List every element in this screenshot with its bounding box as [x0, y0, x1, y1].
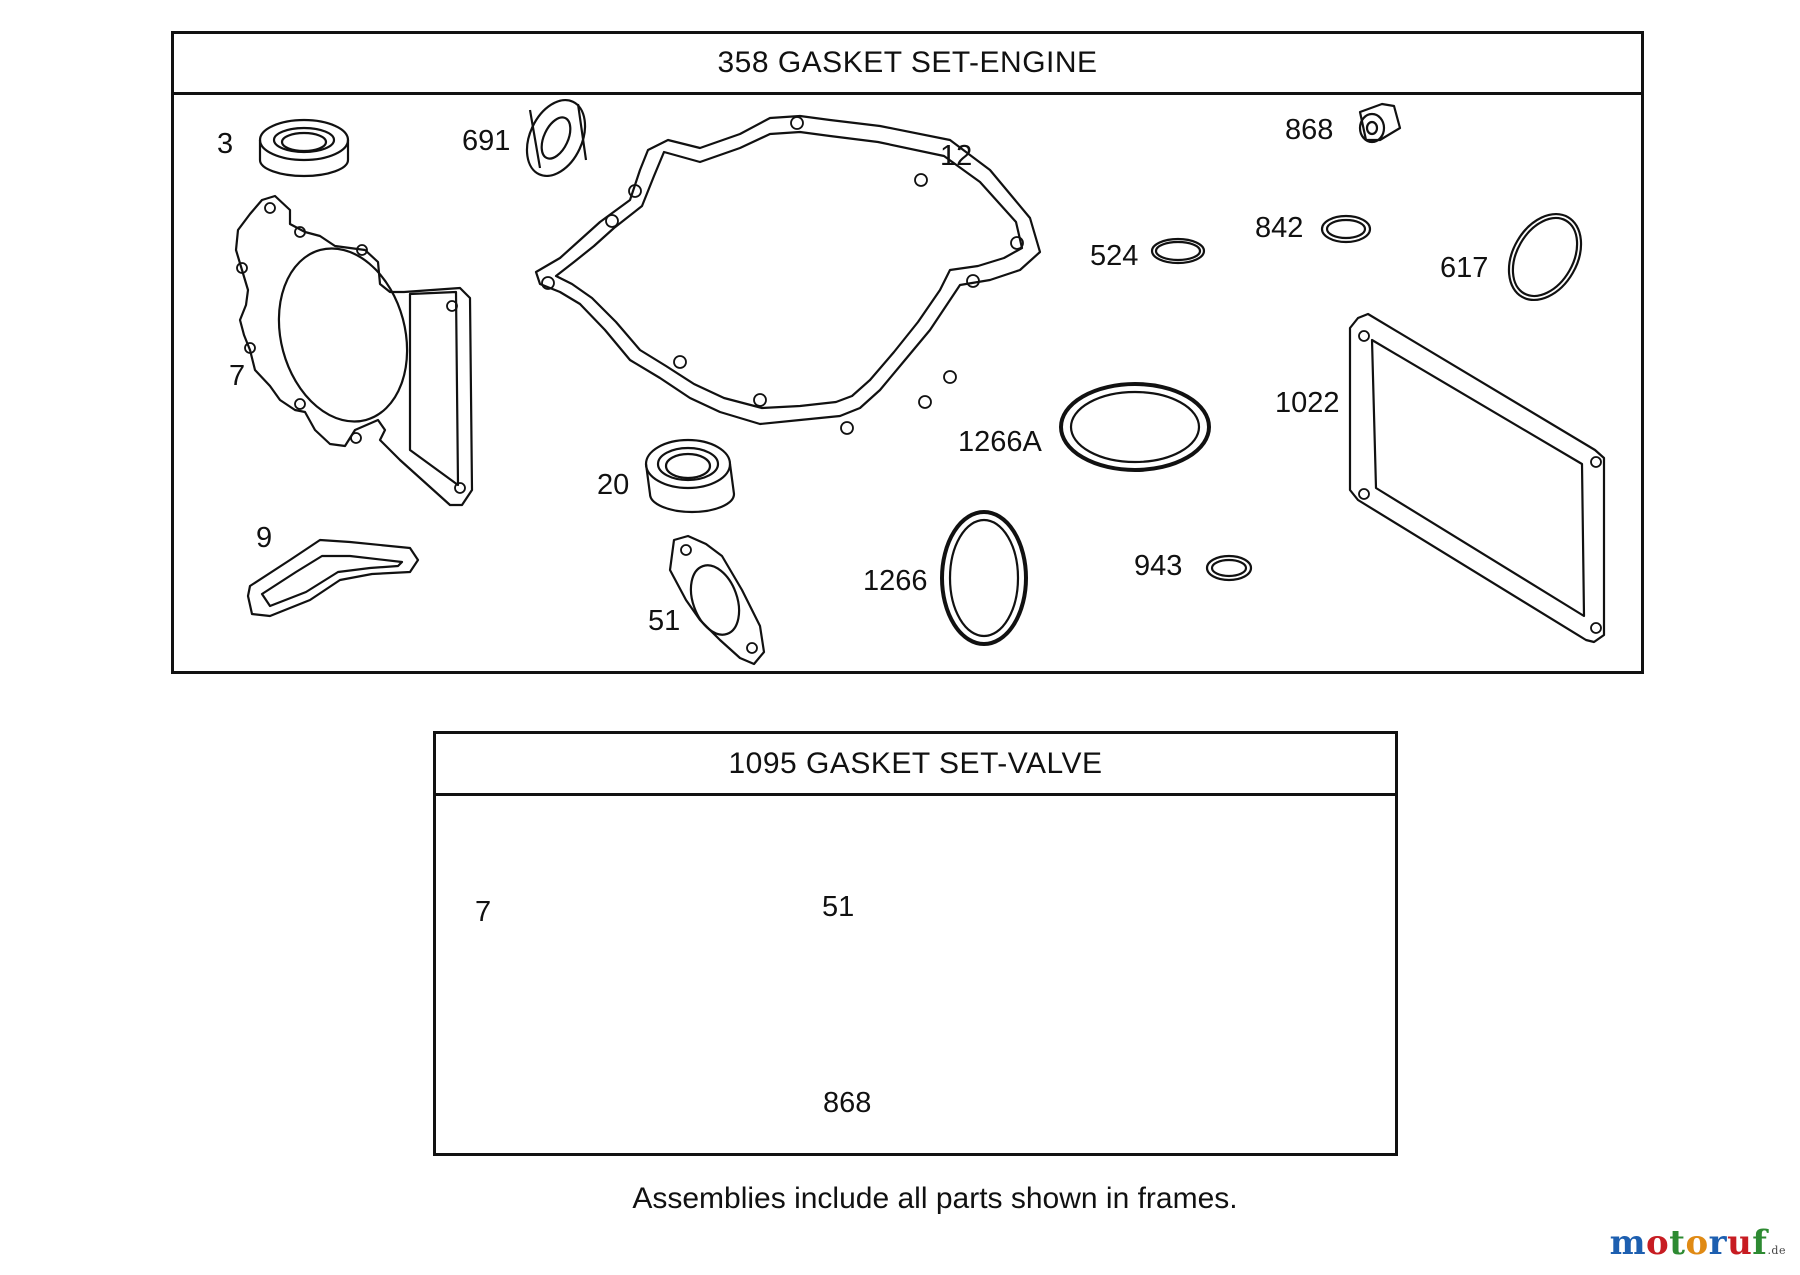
- o-ring-617: [1507, 212, 1583, 302]
- callout-1266a: 1266A: [958, 426, 1042, 458]
- oil-seal-3: [258, 118, 350, 178]
- watermark-letter: t: [1669, 1223, 1686, 1263]
- oil-seal-20: [644, 438, 736, 514]
- rocker-cover-gasket-1022: [1348, 312, 1606, 644]
- watermark-logo: motoruf.de: [1610, 1223, 1786, 1263]
- callout-9: 9: [256, 522, 273, 554]
- o-ring-1266a: [1059, 382, 1211, 472]
- valve-gasket-set-title: 1095 GASKET SET-VALVE: [436, 734, 1395, 796]
- valve-callout-7: 7: [475, 896, 492, 928]
- callout-842: 842: [1255, 212, 1304, 244]
- callout-691: 691: [462, 125, 511, 157]
- callout-1266: 1266: [863, 565, 928, 597]
- valve-callout-868: 868: [823, 1087, 872, 1119]
- watermark-letter: u: [1727, 1223, 1753, 1263]
- watermark-letter: f: [1752, 1223, 1768, 1263]
- head-gasket-7: [234, 194, 474, 507]
- callout-12: 12: [940, 140, 973, 172]
- callout-868: 868: [1285, 114, 1334, 146]
- ring-842: [1320, 214, 1372, 244]
- callout-51: 51: [648, 605, 681, 637]
- callout-3: 3: [217, 128, 234, 160]
- watermark-name: motoruf: [1610, 1223, 1768, 1263]
- engine-gasket-set-frame: 358 GASKET SET-ENGINE: [171, 31, 1644, 674]
- crankcase-gasket-12: [534, 114, 1042, 435]
- valve-seal-868: [1358, 102, 1402, 144]
- watermark-letter: o: [1646, 1223, 1670, 1263]
- callout-617: 617: [1440, 252, 1489, 284]
- watermark-letter: o: [1685, 1223, 1709, 1263]
- watermark-tld: .de: [1767, 1244, 1786, 1257]
- callout-943: 943: [1134, 550, 1183, 582]
- o-ring-1266: [940, 510, 1028, 646]
- callout-7: 7: [229, 360, 246, 392]
- callout-20: 20: [597, 469, 630, 501]
- seal-691: [525, 99, 588, 177]
- ring-524: [1150, 237, 1206, 265]
- callout-524: 524: [1090, 240, 1139, 272]
- valve-callout-51: 51: [822, 891, 855, 923]
- watermark-letter: r: [1708, 1223, 1728, 1263]
- valve-gasket-set-frame: 1095 GASKET SET-VALVE: [433, 731, 1398, 1156]
- watermark-letter: m: [1609, 1223, 1647, 1263]
- ring-943: [1205, 554, 1253, 582]
- exhaust-gasket-51: [668, 534, 766, 666]
- assemblies-note: Assemblies include all parts shown in fr…: [632, 1182, 1238, 1215]
- engine-gasket-set-title: 358 GASKET SET-ENGINE: [174, 34, 1641, 95]
- callout-1022: 1022: [1275, 387, 1340, 419]
- gasket-9: [246, 538, 420, 618]
